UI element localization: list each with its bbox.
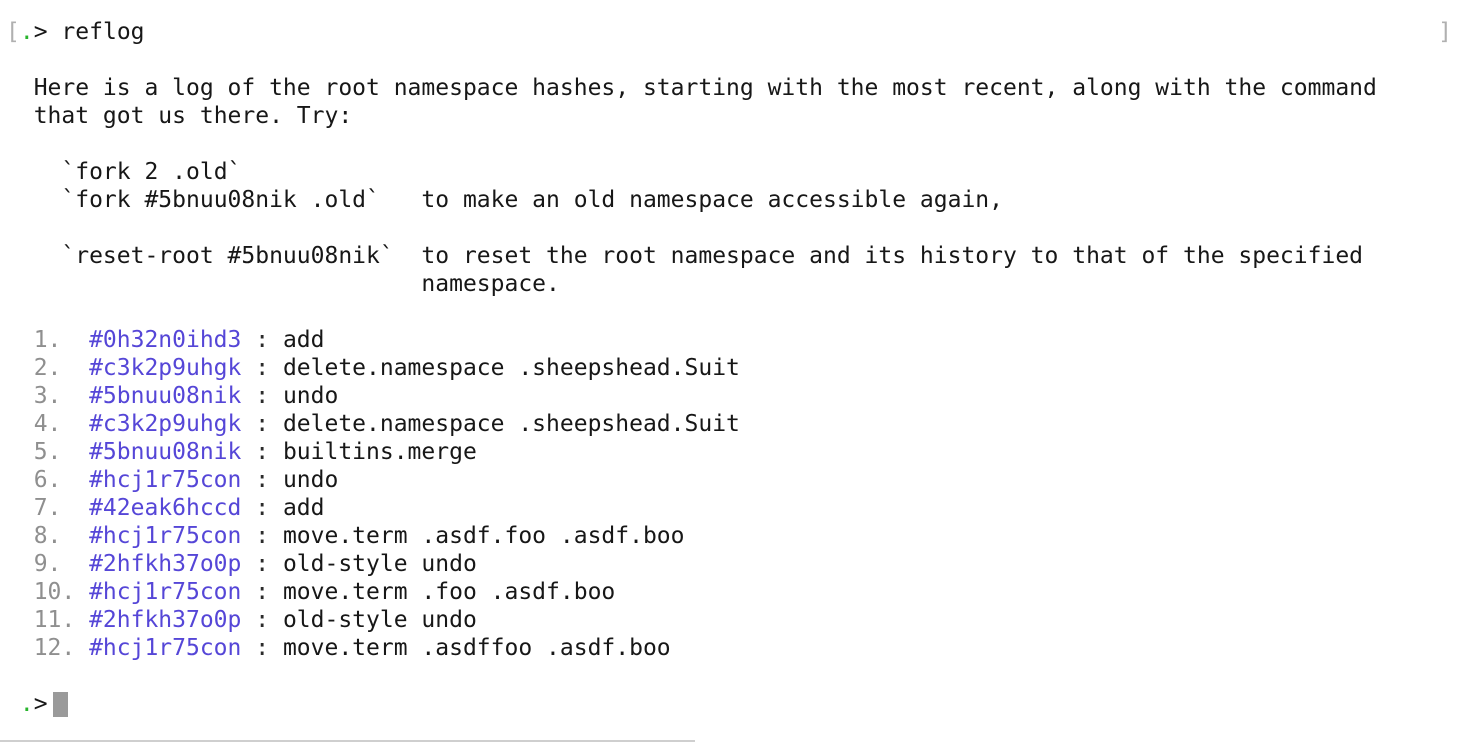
- namespace-hash: #hcj1r75con: [89, 467, 242, 493]
- terminal-cursor: [52, 692, 68, 717]
- tip-reset-root-line-1: `reset-root #5bnuu08nik` to reset the ro…: [61, 243, 1364, 269]
- echoed-command-line: [.> reflog]: [6, 18, 1452, 46]
- entry-command: undo: [282, 383, 339, 409]
- intro-paragraph: Here is a log of the root namespace hash…: [6, 74, 1452, 130]
- entry-separator: :: [241, 467, 283, 493]
- reflog-entry: 9. #2hfkh37o0p : old-style undo: [6, 550, 1452, 578]
- entry-command: move.term .asdffoo .asdf.boo: [282, 635, 671, 661]
- entry-number: 10.: [33, 579, 76, 605]
- close-bracket: ]: [1438, 19, 1452, 45]
- entry-command: builtins.merge: [282, 439, 477, 465]
- horizontal-scrollbar[interactable]: [0, 740, 695, 742]
- entry-separator: :: [241, 607, 283, 633]
- reflog-entry: 11. #2hfkh37o0p : old-style undo: [6, 606, 1452, 634]
- entry-separator: :: [241, 495, 283, 521]
- entry-command: move.term .foo .asdf.boo: [282, 579, 616, 605]
- entry-number: 1.: [33, 327, 62, 353]
- reflog-entry: 2. #c3k2p9uhgk : delete.namespace .sheeps…: [6, 354, 1452, 382]
- entry-number: 2.: [33, 355, 62, 381]
- reflog-entry: 8. #hcj1r75con : move.term .asdf.foo .asd…: [6, 522, 1452, 550]
- prompt-namespace-dot: .: [19, 691, 34, 717]
- entry-command: delete.namespace .sheepshead.Suit: [282, 411, 740, 437]
- entry-command: add: [282, 495, 325, 521]
- entry-command: old-style undo: [282, 551, 477, 577]
- entry-number: 6.: [33, 467, 62, 493]
- prompt-namespace-dot: .: [19, 19, 34, 45]
- entry-number: 7.: [33, 495, 62, 521]
- entry-number: 11.: [33, 607, 76, 633]
- namespace-hash: #c3k2p9uhgk: [89, 355, 242, 381]
- reflog-entry: 12. #hcj1r75con : move.term .asdffoo .asd…: [6, 634, 1452, 662]
- tip-reset-root-line-2: namespace.: [421, 271, 560, 297]
- entry-separator: :: [241, 383, 283, 409]
- entry-separator: :: [241, 355, 283, 381]
- entry-command: add: [282, 327, 325, 353]
- namespace-hash: #2hfkh37o0p: [89, 551, 242, 577]
- namespace-hash: #5bnuu08nik: [89, 383, 242, 409]
- entry-separator: :: [241, 411, 283, 437]
- reflog-entry: 5. #5bnuu08nik : builtins.merge: [6, 438, 1452, 466]
- entry-separator: :: [241, 523, 283, 549]
- echoed-command: reflog: [47, 19, 145, 45]
- prompt-arrow: >: [33, 691, 48, 717]
- intro-line-2: that got us there. Try:: [33, 103, 353, 129]
- entry-separator: :: [241, 551, 283, 577]
- entry-separator: :: [241, 327, 283, 353]
- tip-fork-hash: `fork #5bnuu08nik .old` to make an old n…: [61, 187, 1003, 213]
- namespace-hash: #0h32n0ihd3: [89, 327, 242, 353]
- entry-command: undo: [282, 467, 339, 493]
- entry-number: 3.: [33, 383, 62, 409]
- entry-number: 5.: [33, 439, 62, 465]
- entry-command: old-style undo: [282, 607, 477, 633]
- tip-fork-number: `fork 2 .old`: [61, 159, 242, 185]
- reflog-entry-list: 1. #0h32n0ihd3 : add 2. #c3k2p9uhgk : dele…: [6, 326, 1452, 662]
- entry-separator: :: [241, 635, 283, 661]
- reflog-entry: 6. #hcj1r75con : undo: [6, 466, 1452, 494]
- intro-line-1: Here is a log of the root namespace hash…: [33, 75, 1377, 101]
- entry-separator: :: [241, 439, 283, 465]
- namespace-hash: #hcj1r75con: [89, 523, 242, 549]
- namespace-hash: #2hfkh37o0p: [89, 607, 242, 633]
- entry-separator: :: [241, 579, 283, 605]
- namespace-hash: #c3k2p9uhgk: [89, 411, 242, 437]
- reflog-entry: 4. #c3k2p9uhgk : delete.namespace .sheeps…: [6, 410, 1452, 438]
- prompt-arrow: >: [33, 19, 48, 45]
- reset-root-tip: `reset-root #5bnuu08nik` to reset the ro…: [6, 242, 1452, 298]
- namespace-hash: #hcj1r75con: [89, 579, 242, 605]
- namespace-hash: #5bnuu08nik: [89, 439, 242, 465]
- entry-number: 9.: [33, 551, 62, 577]
- reflog-entry: 1. #0h32n0ihd3 : add: [6, 326, 1452, 354]
- reflog-entry: 7. #42eak6hccd : add: [6, 494, 1452, 522]
- entry-command: delete.namespace .sheepshead.Suit: [282, 355, 740, 381]
- fork-tips: `fork 2 .old` `fork #5bnuu08nik .old` to…: [6, 158, 1452, 214]
- namespace-hash: #hcj1r75con: [89, 635, 242, 661]
- reflog-entry: 3. #5bnuu08nik : undo: [6, 382, 1452, 410]
- entry-number: 4.: [33, 411, 62, 437]
- entry-command: move.term .asdf.foo .asdf.boo: [282, 523, 685, 549]
- open-bracket: [: [6, 19, 20, 45]
- entry-number: 12.: [33, 635, 76, 661]
- reflog-entry: 10. #hcj1r75con : move.term .foo .asdf.bo…: [6, 578, 1452, 606]
- command-prompt[interactable]: .>: [6, 690, 1452, 718]
- entry-number: 8.: [33, 523, 62, 549]
- namespace-hash: #42eak6hccd: [89, 495, 242, 521]
